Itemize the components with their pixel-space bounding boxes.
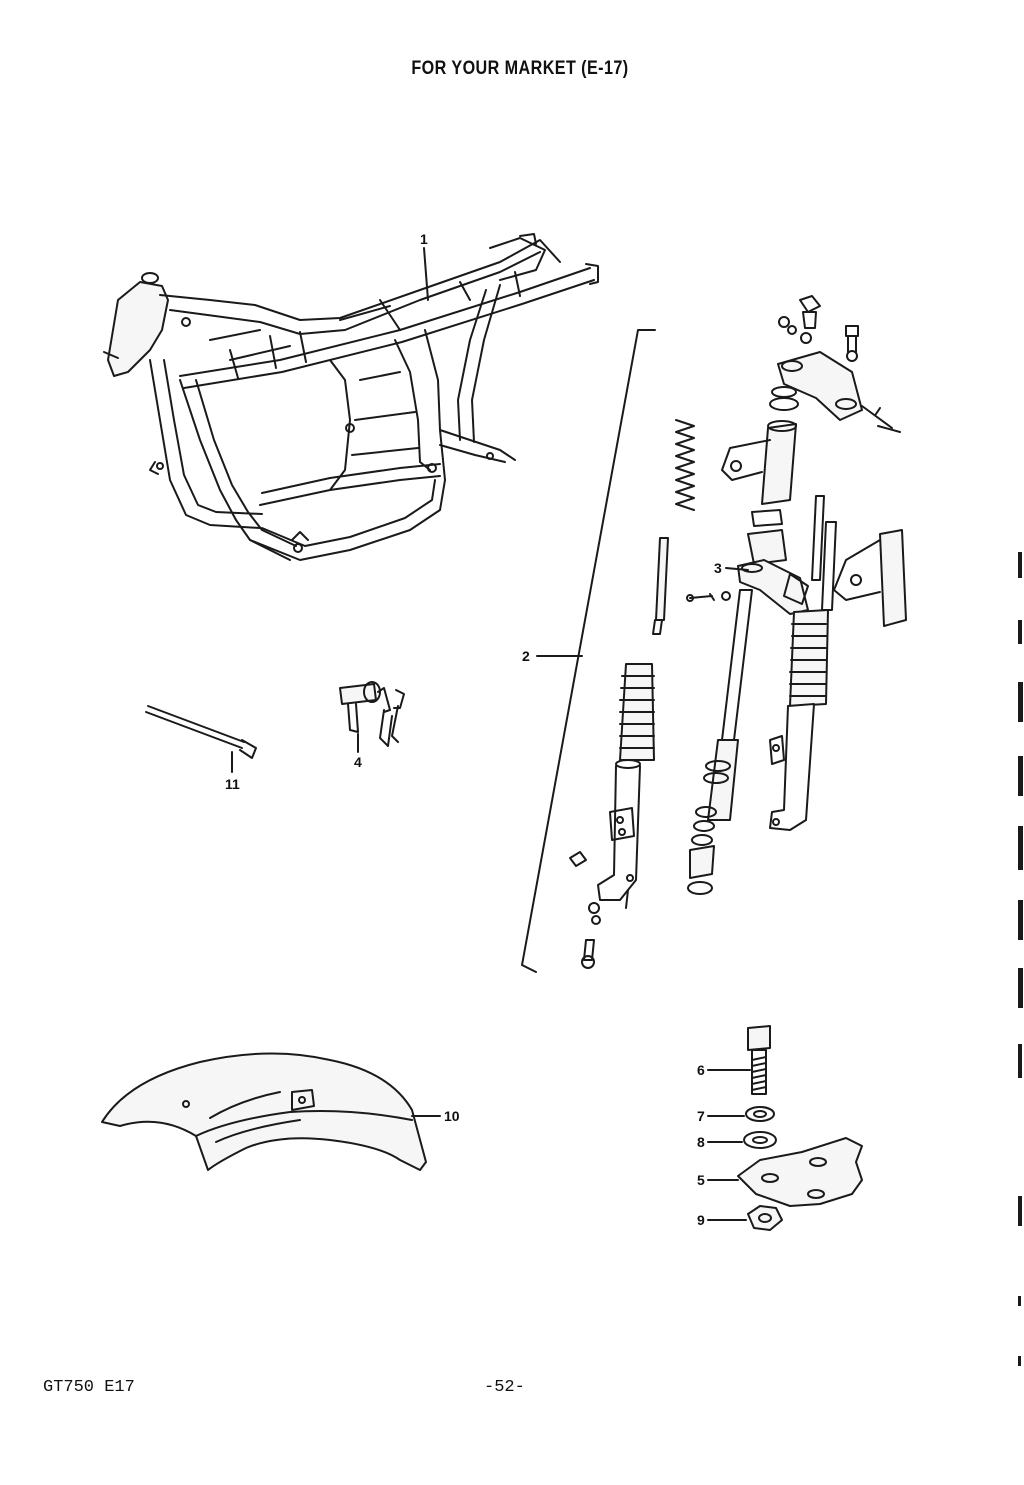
flat-washer-illustration <box>743 1131 777 1149</box>
callout-number-11: 11 <box>225 776 240 792</box>
callout-leader-1 <box>423 247 429 301</box>
scan-edge-marks <box>1018 552 1023 1366</box>
frame-illustration <box>103 233 599 561</box>
callout-number-4: 4 <box>354 754 362 770</box>
callout-number-7: 7 <box>697 1108 705 1124</box>
callout-number-1: 1 <box>420 231 428 247</box>
plate-illustration <box>737 1137 863 1207</box>
steering-lock-illustration <box>339 681 405 747</box>
page-number: -52- <box>484 1378 525 1397</box>
callout-number-9: 9 <box>697 1212 705 1228</box>
callout-number-6: 6 <box>697 1062 705 1078</box>
callout-number-10: 10 <box>444 1108 460 1124</box>
front-fender-illustration <box>101 1052 427 1171</box>
center-fork-parts <box>686 295 901 895</box>
callout-number-8: 8 <box>697 1134 705 1150</box>
callout-leader-3 <box>725 567 749 571</box>
tool-rod-illustration <box>145 705 257 759</box>
model-code: GT750 E17 <box>43 1378 135 1397</box>
nut-illustration <box>747 1205 783 1231</box>
callout-number-3: 3 <box>714 560 722 576</box>
left-fork-parts <box>569 419 695 969</box>
page-title: FOR YOUR MARKET (E-17) <box>411 58 629 79</box>
assembly-bracket <box>521 329 656 973</box>
callout-number-2: 2 <box>522 648 530 664</box>
right-fork-assembly <box>769 495 907 831</box>
bolt-illustration <box>747 1025 771 1095</box>
spring-washer-illustration <box>745 1106 775 1122</box>
callout-number-5: 5 <box>697 1172 705 1188</box>
